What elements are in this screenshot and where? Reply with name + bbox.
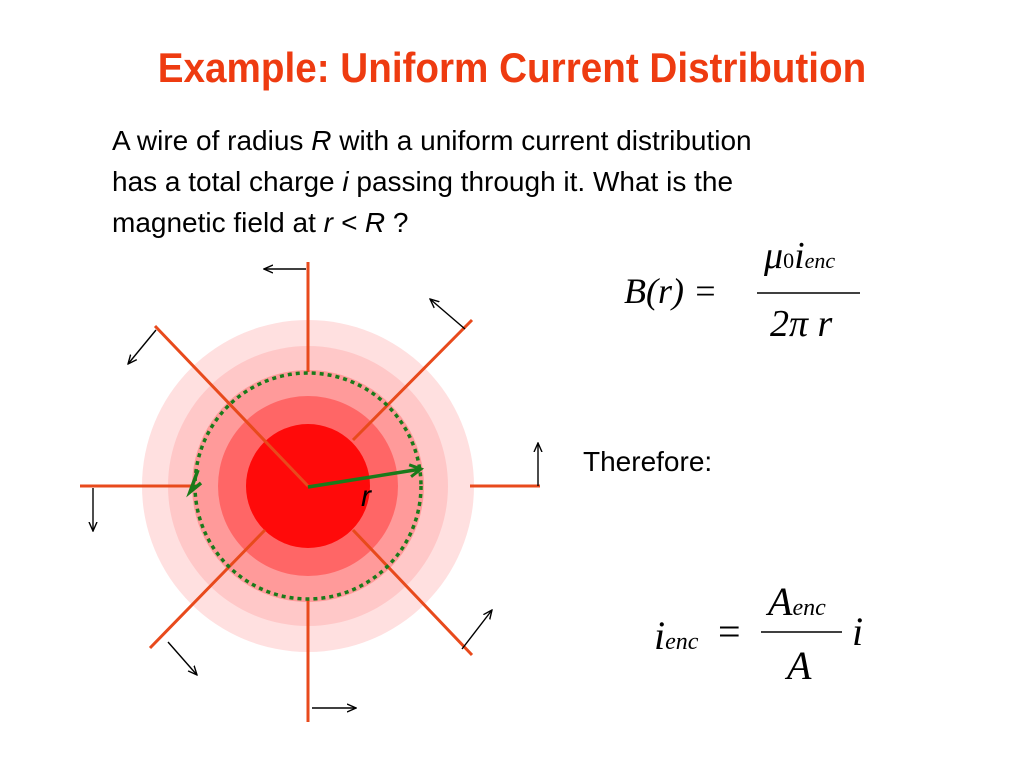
problem-text: has a total charge — [112, 166, 343, 197]
eq2-rhs: i — [852, 608, 863, 655]
eq2-i: i — [654, 613, 666, 658]
eq1-lhs-text: B(r) = — [624, 271, 718, 311]
field-arrow-downright — [461, 610, 492, 650]
field-arrow-upright — [430, 299, 466, 330]
field-arrow-upleft — [128, 329, 157, 364]
eq1-denominator-text: 2π r — [770, 303, 833, 345]
slide-title: Example: Uniform Current Distribution — [157, 44, 867, 91]
eq2-equals: = — [718, 608, 741, 655]
eq2-equals-text: = — [718, 609, 741, 654]
eq2-i-sub: enc — [665, 629, 699, 655]
problem-text: passing through it. What is the — [348, 166, 734, 197]
radial-line-upright — [351, 318, 474, 442]
radial-line-downright — [351, 528, 474, 657]
radius-arrow — [307, 463, 425, 489]
eq2-rhs-i: i — [852, 609, 864, 654]
eq2-Aenc: A — [768, 579, 793, 624]
i-symbol: i — [794, 235, 805, 277]
eq1-numerator: μ0ienc — [764, 234, 835, 278]
loop-arrow — [186, 469, 203, 498]
eq1-denominator: 2π r — [770, 302, 832, 346]
condition: r < R — [323, 207, 386, 238]
problem-text: magnetic field at — [112, 207, 324, 238]
radial-line-upleft — [153, 324, 310, 488]
field-arrow-downleft — [167, 641, 197, 675]
problem-text: ? — [385, 207, 409, 238]
field-arrows — [93, 269, 538, 708]
mu-symbol: μ — [764, 235, 784, 277]
problem-text: A wire of radius — [112, 125, 312, 156]
eq2-A: A — [787, 643, 812, 688]
eq2-denominator: A — [787, 642, 811, 689]
problem-text: with a uniform current distribution — [331, 125, 752, 156]
i-sub: enc — [804, 248, 836, 273]
radial-lines — [80, 262, 540, 722]
eq2-lhs: ienc — [654, 612, 698, 659]
radial-line-downleft — [148, 528, 267, 650]
problem-statement: A wire of radius R with a uniform curren… — [112, 120, 912, 243]
radius-symbol: R — [311, 125, 332, 156]
current-symbol: i — [342, 166, 349, 197]
therefore-label: Therefore: — [583, 446, 713, 477]
eq2-Aenc-sub: enc — [792, 595, 826, 621]
eq1-lhs: B(r) = — [624, 270, 717, 312]
eq2-numerator: Aenc — [768, 578, 826, 625]
mu-sub: 0 — [783, 248, 795, 273]
radius-label: r — [361, 480, 372, 513]
